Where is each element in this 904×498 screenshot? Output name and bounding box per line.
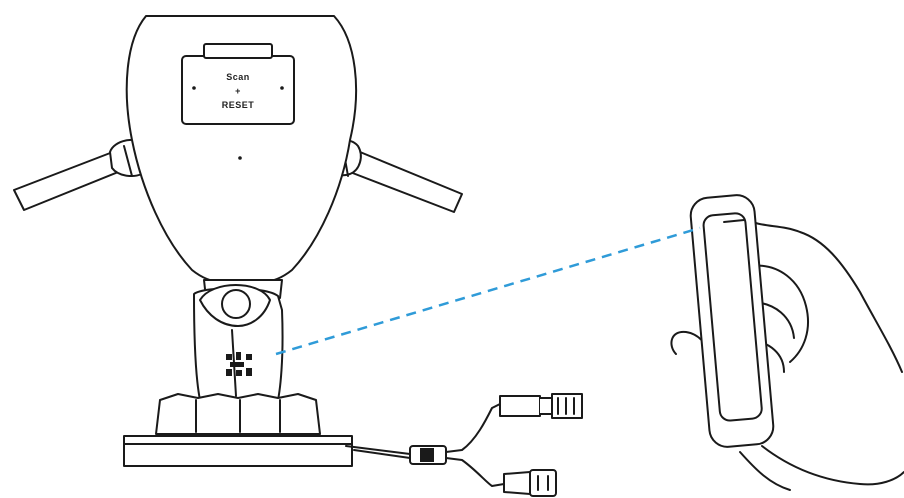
reset-slot-cover	[181, 43, 295, 125]
scan-label: Scan	[226, 72, 250, 82]
plus-label: +	[235, 86, 241, 96]
left-antenna-icon	[13, 138, 152, 211]
power-ethernet-cable-icon	[345, 393, 583, 497]
scan-line	[275, 226, 701, 356]
mount-arm-icon	[193, 284, 284, 401]
microphone-hole-icon	[238, 156, 242, 160]
smartphone-in-hand-icon	[670, 194, 904, 491]
mount-base-icon	[123, 393, 353, 467]
reset-label: RESET	[222, 100, 255, 110]
qr-code-icon	[226, 352, 252, 376]
reset-slot-label: Scan + RESET	[222, 72, 255, 110]
